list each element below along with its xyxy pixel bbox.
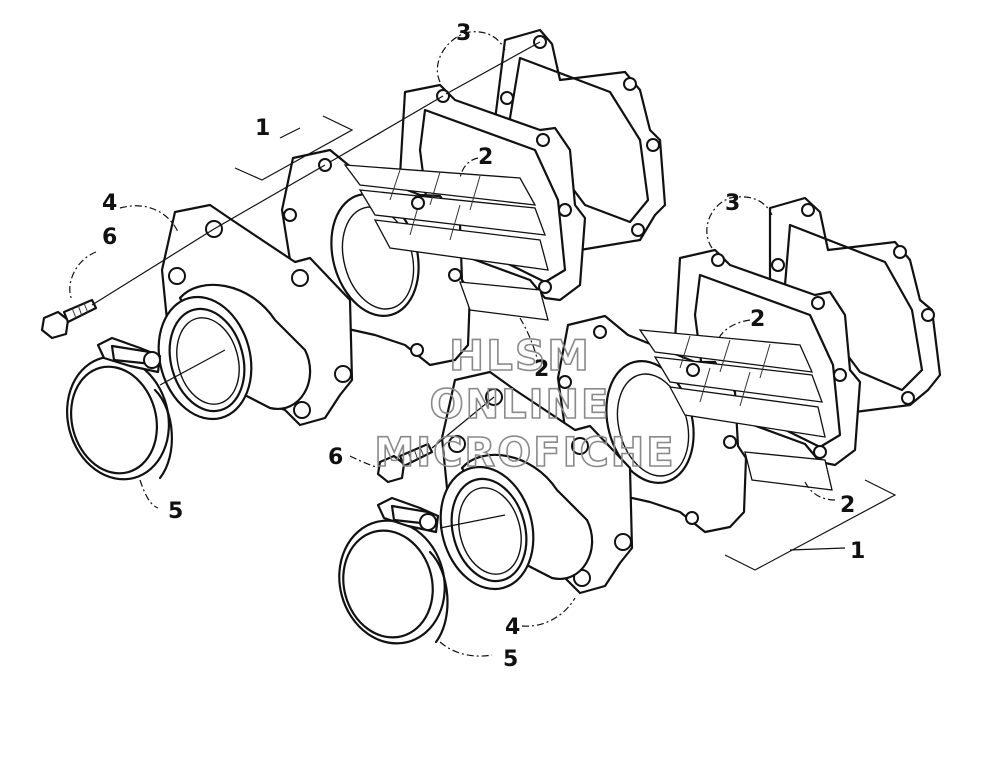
watermark: HLSM ONLINE MICROFICHE xyxy=(374,330,675,477)
clamp-5-upper xyxy=(66,336,174,481)
callout-4-upper: 4 xyxy=(102,191,117,216)
callout-4-lower: 4 xyxy=(505,615,520,640)
callout-1-upper: 1 xyxy=(255,116,270,141)
clamp-5-lower xyxy=(338,496,449,645)
callout-3-lower: 3 xyxy=(725,191,740,216)
intake-flange-4-lower xyxy=(439,370,634,595)
callout-2-upper: 2 xyxy=(478,145,493,170)
callout-3-upper: 3 xyxy=(456,21,471,46)
bolt-6-upper xyxy=(40,298,98,340)
callout-5-lower: 5 xyxy=(503,647,518,672)
callout-2-lower: 2 xyxy=(750,307,765,332)
upper-assembly: 3 1 2 2 4 6 5 xyxy=(40,21,667,524)
callout-1-lower: 1 xyxy=(850,539,865,564)
callout-2-upper-b: 2 xyxy=(534,357,549,382)
watermark-line-1: HLSM xyxy=(449,331,591,380)
intake-flange-4-upper xyxy=(157,203,354,427)
bolt-6-lower xyxy=(376,442,434,484)
callout-5-upper: 5 xyxy=(168,499,183,524)
gasket-3-lower xyxy=(768,196,942,414)
watermark-line-2: ONLINE xyxy=(430,382,611,428)
watermark-line-3: MICROFICHE xyxy=(374,430,675,476)
callout-6-lower: 6 xyxy=(328,445,343,470)
callout-2-lower-b: 2 xyxy=(840,493,855,518)
callout-6-upper: 6 xyxy=(102,225,117,250)
lower-assembly: 3 2 2 1 4 6 5 xyxy=(328,191,942,672)
